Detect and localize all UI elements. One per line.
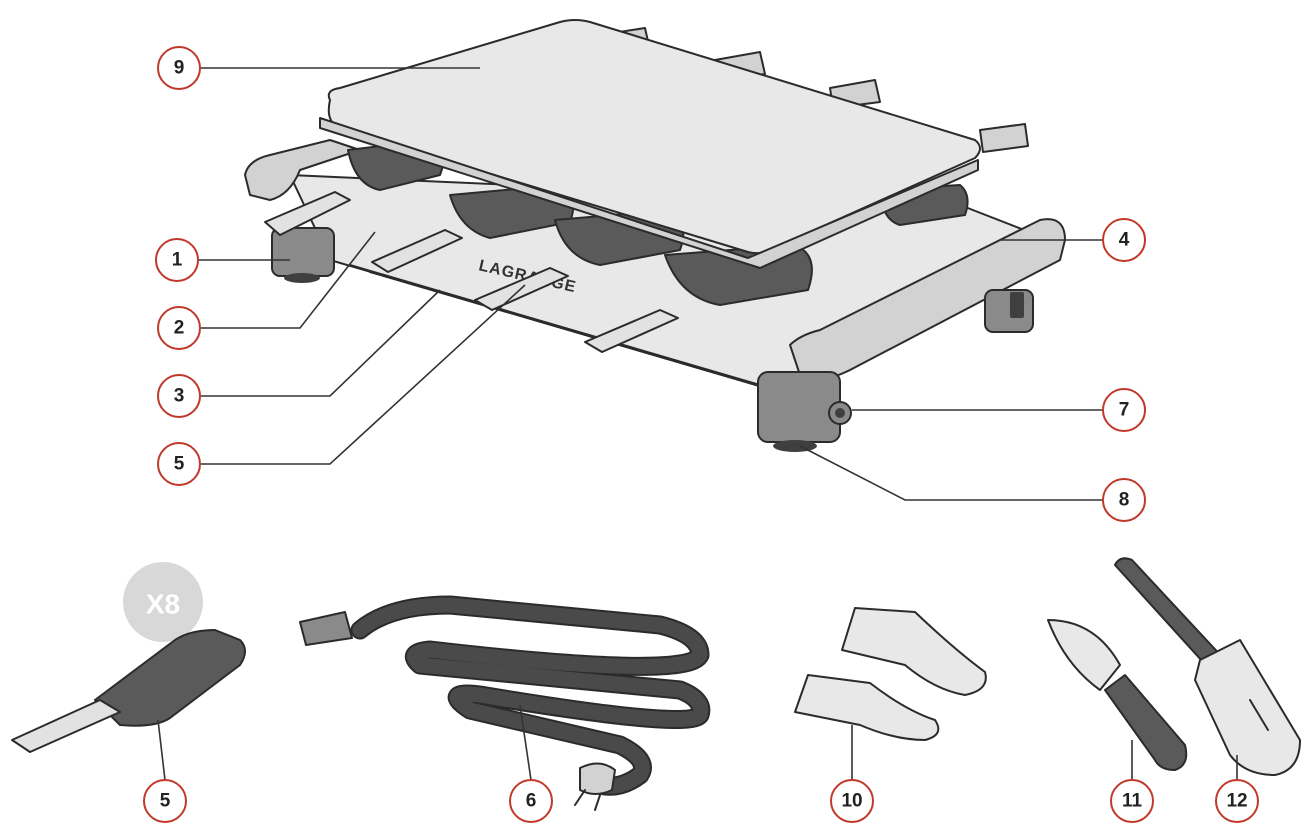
knife-blade (1047, 619, 1121, 691)
callout-circle (1102, 478, 1146, 522)
callout-1: 1 (155, 238, 199, 282)
callout-label: 11 (1122, 791, 1143, 812)
callout-label: 9 (174, 58, 185, 79)
wall-plug (579, 762, 616, 795)
leader-line (200, 284, 526, 465)
callout-4: 4 (1102, 218, 1146, 262)
single-pan-handle (11, 699, 121, 753)
callout-circle (509, 779, 553, 823)
raclette-grill-appliance: LAGRANGE (244, 19, 1066, 452)
right-back-foot (984, 289, 1034, 333)
pan-handle (584, 309, 679, 353)
left-foot-pad (284, 273, 320, 283)
callout-label: 8 (1119, 490, 1130, 511)
quantity-badge-text: X8 (146, 589, 180, 620)
callout-circle (143, 779, 187, 823)
appliance-connector (299, 611, 353, 646)
right-front-foot (757, 371, 841, 443)
slicer-handle (1114, 557, 1226, 673)
callout-circle (155, 238, 199, 282)
callout-label: 7 (1119, 400, 1130, 421)
slicer-slot (1249, 699, 1269, 731)
power-socket (1010, 292, 1024, 318)
callout-label: 6 (526, 791, 537, 812)
callout-label: 4 (1119, 230, 1130, 251)
callout-6: 6 (509, 779, 553, 823)
on-off-switch-center (835, 408, 845, 418)
cheese-slicer (1114, 557, 1301, 776)
cable-coil (352, 597, 709, 794)
plug-pin (594, 794, 601, 811)
callout-label: 5 (174, 454, 185, 475)
callout-11: 11 (1110, 779, 1154, 823)
plug-pin (574, 789, 586, 806)
callout-5: 5 (157, 442, 201, 486)
plate-edge (319, 117, 979, 269)
callout-label: 2 (174, 318, 185, 339)
callout-circle (157, 306, 201, 350)
slicer-head (1194, 639, 1301, 776)
leader-line (519, 704, 532, 781)
leader-line (157, 719, 166, 781)
plate-tab (979, 123, 1029, 153)
pan-handle (264, 191, 351, 236)
right-front-foot-pad (773, 440, 817, 452)
pans-on-rack (347, 139, 969, 306)
leader-line (200, 231, 376, 329)
callout-3: 3 (157, 374, 201, 418)
callout-label: 10 (841, 791, 862, 812)
accessories: X8 (11, 557, 1301, 811)
wooden-spatulas (794, 607, 987, 741)
pan-handles (264, 191, 679, 353)
callout-circle (1215, 779, 1259, 823)
callout-2: 2 (157, 306, 201, 350)
lower-rail (349, 264, 761, 386)
single-pan-body (94, 629, 246, 727)
pan-handle (371, 229, 463, 273)
callout-circle (830, 779, 874, 823)
cheese-knife (1047, 619, 1188, 771)
callout-7: 7 (1102, 388, 1146, 432)
leader-line (200, 289, 441, 397)
top-grill-plate (319, 19, 1029, 269)
callout-label: 12 (1226, 791, 1247, 812)
quantity-badge (123, 562, 203, 642)
knife-handle (1104, 674, 1188, 771)
callout-circle (157, 442, 201, 486)
callout-label: 3 (174, 386, 185, 407)
single-raclette-pan (11, 629, 246, 753)
leader-line (799, 445, 1103, 501)
left-end-bar (244, 139, 361, 201)
callout-9: 9 (157, 46, 201, 90)
callout-circle (1110, 779, 1154, 823)
power-cable (299, 595, 711, 811)
leader-lines (157, 67, 1238, 781)
callout-12: 12 (1215, 779, 1259, 823)
callout-5-accessory: 5 (143, 779, 187, 823)
callout-label: 5 (160, 791, 171, 812)
callout-circle (1102, 388, 1146, 432)
callout-circle (157, 46, 201, 90)
callout-circle (1102, 218, 1146, 262)
callout-circle (157, 374, 201, 418)
spatula (794, 674, 940, 741)
spatula (841, 607, 987, 696)
callout-10: 10 (830, 779, 874, 823)
callout-label: 1 (172, 250, 183, 271)
callout-8: 8 (1102, 478, 1146, 522)
